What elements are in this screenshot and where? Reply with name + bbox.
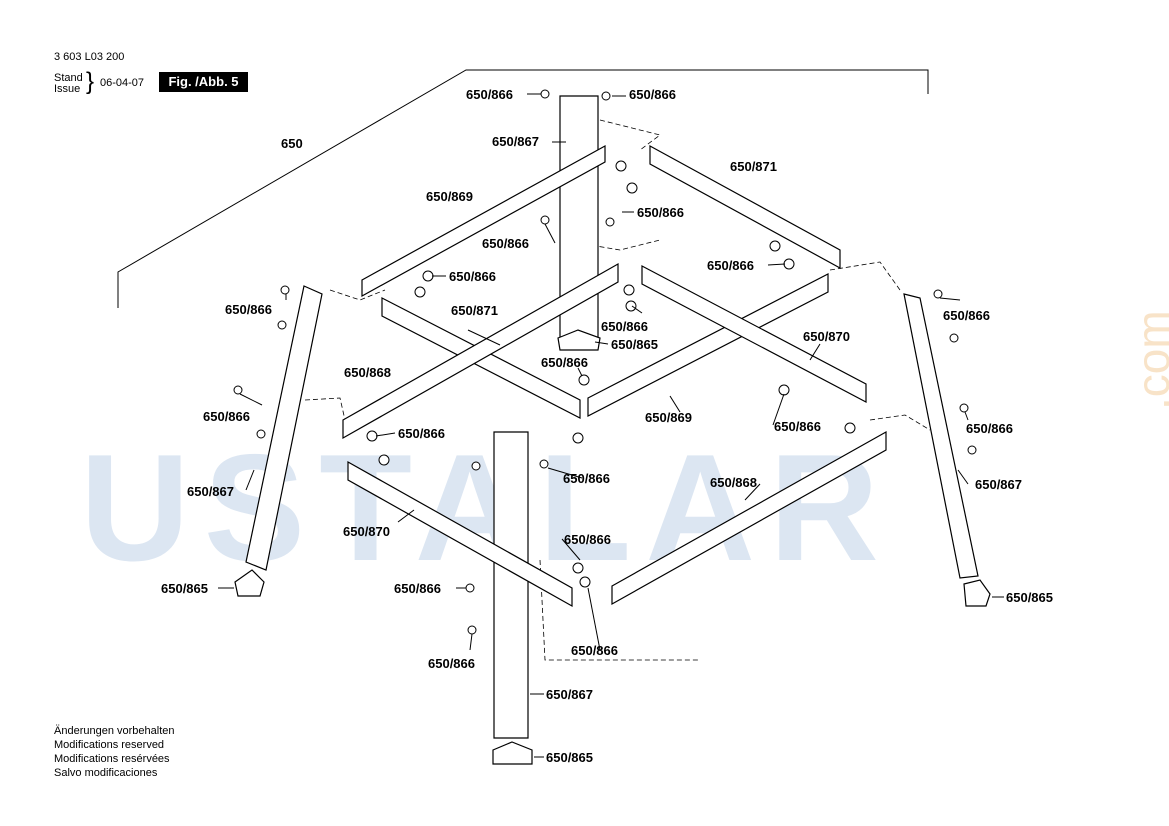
part-label: 650/867 (546, 687, 593, 702)
brace: } (86, 68, 95, 95)
note-es: Salvo modificaciones (54, 767, 158, 779)
part-label: 650/869 (426, 189, 473, 204)
part-label: 650/866 (629, 87, 676, 102)
watermark: USTALAR (80, 423, 893, 593)
part-label: 650/866 (203, 409, 250, 424)
part-label: 650/866 (482, 236, 529, 251)
part-label: 650/866 (563, 471, 610, 486)
part-label: 650/866 (428, 656, 475, 671)
doc-number: 3 603 L03 200 (54, 51, 125, 63)
part-label: 650/866 (943, 308, 990, 323)
part-label: 650/868 (344, 365, 391, 380)
part-label: 650/870 (803, 329, 850, 344)
part-label: 650/866 (225, 302, 272, 317)
modification-notes: Änderungen vorbehalten Modifications res… (54, 724, 174, 780)
part-label: 650/871 (451, 303, 498, 318)
part-label: 650/866 (541, 355, 588, 370)
part-label: 650/866 (466, 87, 513, 102)
part-label: 650/866 (394, 581, 441, 596)
rail-870-right (641, 265, 867, 403)
part-label: 650/867 (187, 484, 234, 499)
part-label: 650/865 (1006, 590, 1053, 605)
part-labels: 650 650/866 650/866 650/867 650/871 650/… (161, 87, 1053, 765)
part-label: 650/867 (975, 477, 1022, 492)
part-label: 650/866 (564, 532, 611, 547)
part-label: 650/866 (707, 258, 754, 273)
note-fr: Modifications resérvées (54, 753, 170, 765)
part-label: 650/865 (161, 581, 208, 596)
part-label: 650/866 (966, 421, 1013, 436)
part-label: 650/865 (546, 750, 593, 765)
rail-869-back (361, 144, 606, 298)
rail-868-left (342, 262, 619, 440)
rail-869-mid (587, 273, 829, 417)
part-label: 650/866 (449, 269, 496, 284)
figure-badge: Fig. /Abb. 5 (159, 72, 248, 92)
legs (245, 95, 979, 739)
foot-left (234, 569, 265, 597)
part-label: 650/866 (637, 205, 684, 220)
part-label: 650/871 (730, 159, 777, 174)
part-label: 650/866 (601, 319, 648, 334)
note-en: Modifications reserved (54, 739, 165, 751)
part-label: 650/870 (343, 524, 390, 539)
rail-870-front (347, 460, 573, 608)
note-de: Änderungen vorbehalten (54, 725, 175, 737)
leg-right (903, 293, 979, 579)
part-label: 650/866 (571, 643, 618, 658)
leader-lines (218, 93, 1004, 758)
rail-868-front (611, 430, 887, 606)
issue-date: 06-04-07 (100, 77, 145, 89)
part-label: 650/865 (611, 337, 658, 352)
part-label: 650/866 (774, 419, 821, 434)
fasteners (233, 89, 977, 635)
foot-right (963, 579, 991, 607)
foot-back (557, 329, 601, 351)
feet (234, 329, 991, 765)
rail-871-back (649, 144, 841, 270)
issue-label: Issue (54, 83, 81, 95)
part-label: 650/867 (492, 134, 539, 149)
part-label: 650/869 (645, 410, 692, 425)
assembly-bracket (117, 69, 929, 308)
stand-label: Stand (54, 72, 83, 84)
leg-left (245, 285, 323, 571)
part-label: 650/868 (710, 475, 757, 490)
rails (342, 144, 887, 608)
foot-front (492, 741, 533, 765)
part-label: 650/866 (398, 426, 445, 441)
assembly-label: 650 (281, 136, 303, 151)
leg-front (493, 431, 529, 739)
